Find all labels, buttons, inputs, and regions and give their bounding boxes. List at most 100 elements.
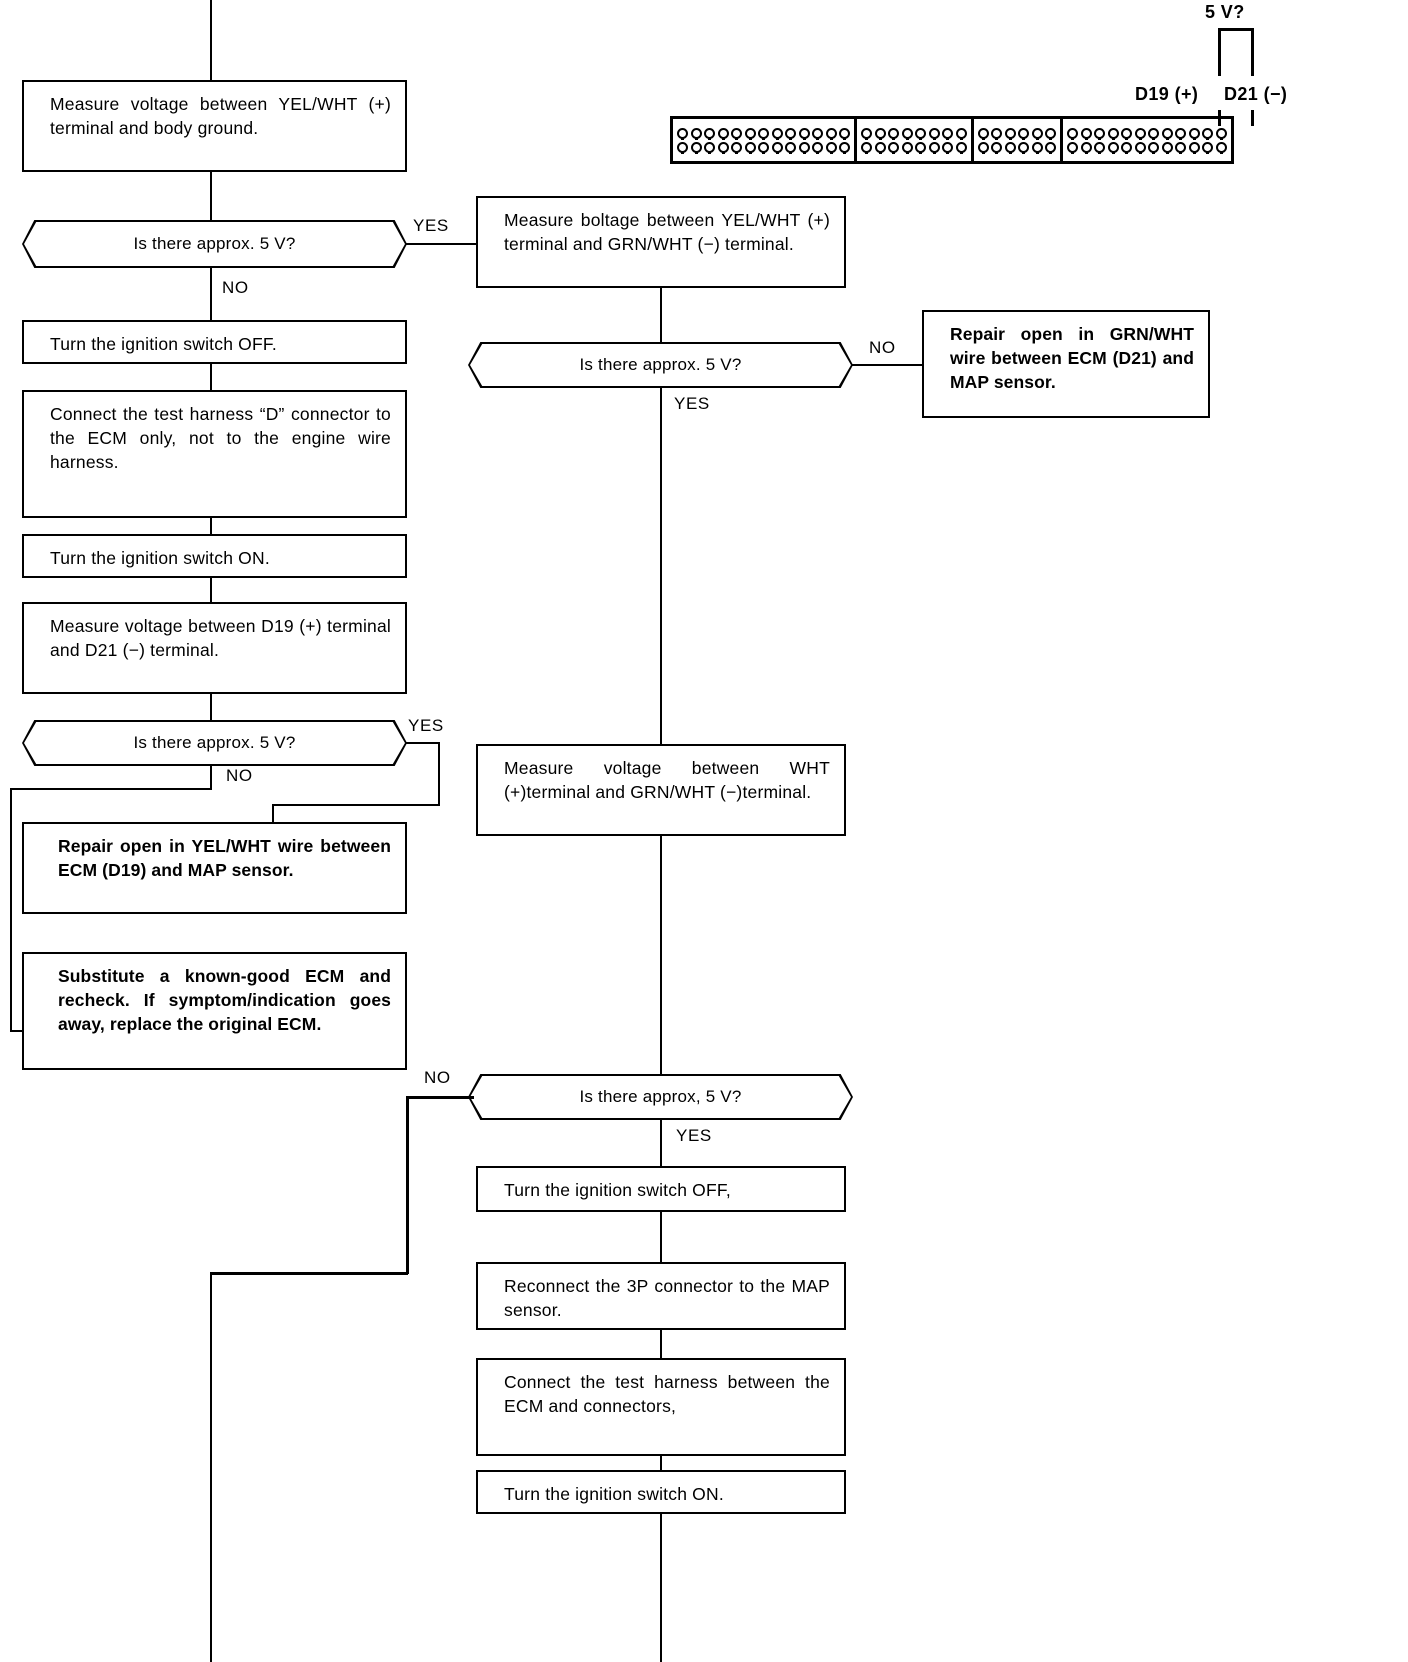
- connector-pin: [915, 141, 926, 154]
- line-b5-to-d2: [210, 694, 212, 720]
- result-repair-grnwht-open: Repair open in GRN/WHT wire between ECM …: [922, 310, 1210, 418]
- connector-pin: [744, 141, 756, 154]
- decision-text-1: Is there approx. 5 V?: [133, 234, 296, 253]
- connector-pin: [1134, 141, 1146, 154]
- result-substitute-ecm: Substitute a known-good ECM and recheck.…: [22, 952, 407, 1070]
- connector-pin: [901, 141, 913, 154]
- connector-block-3: [974, 119, 1063, 161]
- connector-pin: [1107, 127, 1119, 140]
- connector-pin: [1018, 141, 1029, 154]
- connector-pin: [1080, 127, 1092, 140]
- edge-label-no-1: NO: [222, 278, 249, 297]
- connector-pin: [1161, 127, 1173, 140]
- edge-label-no-4: NO: [424, 1068, 451, 1087]
- connector-pin: [785, 127, 796, 140]
- connector-pin-row: [861, 127, 967, 140]
- connector-pin-row: [977, 127, 1056, 140]
- step-measure-yelwht-grnwht: Measure boltage between YEL/WHT (+) term…: [476, 196, 846, 288]
- connector-pin: [771, 141, 783, 154]
- connector-pin: [825, 141, 837, 154]
- pin-lead-d21: [1251, 110, 1254, 126]
- connector-pin: [888, 127, 899, 140]
- connector-pin: [1161, 141, 1173, 154]
- connector-block-4: [1063, 119, 1231, 161]
- connector-pin: [955, 141, 967, 154]
- connector-pin: [1134, 127, 1146, 140]
- connector-block-1: [673, 119, 857, 161]
- decision-text-4: Is there approx, 5 V?: [579, 1087, 742, 1106]
- voltage-bracket-right: [1251, 28, 1254, 76]
- line-d4-no-h: [406, 1096, 474, 1099]
- step-ignition-off-2: Turn the ignition switch OFF,: [476, 1166, 846, 1212]
- connector-pin: [690, 141, 702, 154]
- connector-pin: [1004, 127, 1016, 140]
- connector-pin: [1202, 141, 1213, 154]
- line-no-bus-v: [10, 788, 12, 1032]
- connector-pin: [1045, 141, 1056, 154]
- line-d2-yes-h1: [406, 742, 440, 744]
- connector-pin: [1004, 141, 1016, 154]
- connector-pin: [977, 141, 989, 154]
- terminal-label-negative: D21 (−): [1224, 84, 1288, 104]
- connector-pin: [812, 141, 823, 154]
- connector-pin: [825, 127, 837, 140]
- line-b13-to-b14: [660, 1456, 662, 1470]
- pin-lead-d19: [1218, 110, 1221, 126]
- connector-pin: [1188, 127, 1200, 140]
- connector-pin: [901, 127, 913, 140]
- voltage-bracket-left: [1218, 28, 1221, 76]
- connector-voltage-label: 5 V?: [1205, 2, 1245, 22]
- connector-block-2: [857, 119, 974, 161]
- connector-pin: [704, 127, 715, 140]
- edge-label-yes-4: YES: [676, 1126, 712, 1145]
- connector-pin-row: [677, 141, 850, 154]
- connector-pin: [1107, 141, 1119, 154]
- connector-pin: [861, 127, 872, 140]
- edge-label-yes-2: YES: [408, 716, 444, 735]
- connector-pin-row: [677, 127, 850, 140]
- line-b11-to-b12: [660, 1212, 662, 1262]
- voltage-bracket-top: [1218, 28, 1254, 31]
- edge-label-yes-3: YES: [674, 394, 710, 413]
- connector-pin: [717, 141, 729, 154]
- step-measure-yelwht-body-ground: Measure voltage between YEL/WHT (+) term…: [22, 80, 407, 172]
- connector-pin: [839, 127, 850, 140]
- line-b10-to-d4: [660, 836, 662, 1074]
- connector-pin: [1148, 127, 1159, 140]
- connector-pin: [744, 127, 756, 140]
- decision-text-3: Is there approx. 5 V?: [579, 355, 742, 374]
- terminal-label-positive: D19 (+): [1135, 84, 1199, 104]
- connector-pin: [1067, 141, 1078, 154]
- connector-pin: [1188, 141, 1200, 154]
- step-connect-test-harness-ecm: Connect the test harness between the ECM…: [476, 1358, 846, 1456]
- connector-pin: [1080, 141, 1092, 154]
- connector-pin: [758, 127, 769, 140]
- connector-pin: [928, 127, 940, 140]
- line-b1-to-d1: [210, 172, 212, 220]
- decision-approx-5v-2: Is there approx. 5 V?: [22, 720, 407, 766]
- edge-label-no-3: NO: [869, 338, 896, 357]
- connector-pin: [1018, 127, 1029, 140]
- line-d2-yes-v2: [272, 804, 274, 822]
- decision-approx-5v-3: Is there approx. 5 V?: [468, 342, 853, 388]
- connector-pin: [798, 141, 810, 154]
- connector-pin: [677, 141, 688, 154]
- connector-pin: [677, 127, 688, 140]
- connector-pin: [758, 141, 769, 154]
- line-d4-no-v: [406, 1096, 409, 1274]
- connector-pin: [1175, 141, 1186, 154]
- step-ignition-on-2: Turn the ignition switch ON.: [476, 1470, 846, 1514]
- line-d2-no-v: [210, 766, 212, 790]
- line-d3-yes-v: [660, 388, 662, 744]
- connector-pin: [1121, 127, 1132, 140]
- connector-pin: [874, 141, 886, 154]
- hexagon-fill: [470, 1076, 851, 1118]
- connector-pin: [915, 127, 926, 140]
- connector-pin-row: [861, 141, 967, 154]
- entry-line: [210, 0, 212, 80]
- connector-pin: [1067, 127, 1078, 140]
- connector-pin: [812, 127, 823, 140]
- connector-pin: [977, 127, 989, 140]
- hexagon-fill: [470, 344, 851, 386]
